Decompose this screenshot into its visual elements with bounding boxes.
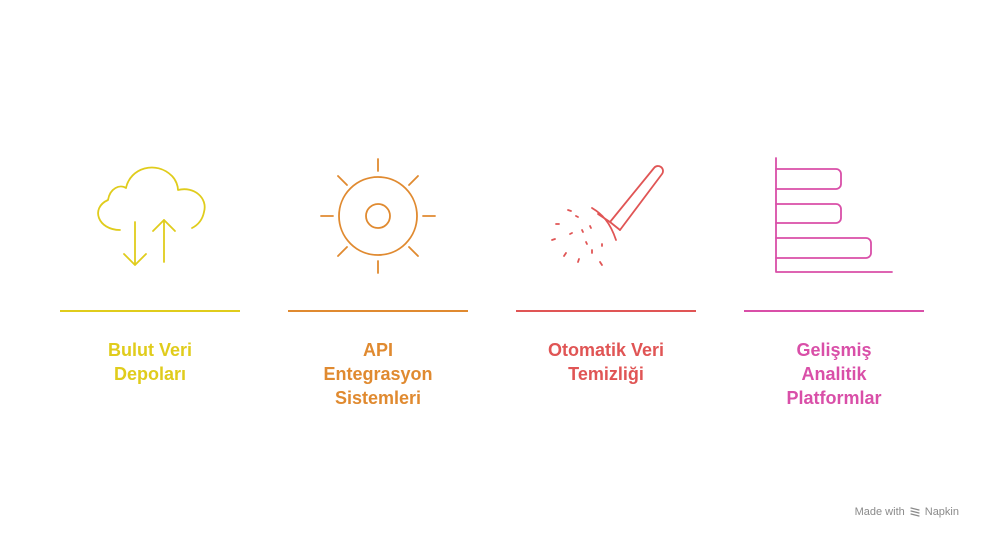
item-label: API Entegrasyon Sistemleri xyxy=(288,338,468,410)
label-line: Gelişmiş xyxy=(796,340,872,360)
item-label: Bulut Veri Depoları xyxy=(60,338,240,386)
label-line: Platformlar xyxy=(786,388,882,408)
spray-brush-icon xyxy=(551,165,664,266)
divider-line xyxy=(516,310,696,312)
label-line: Sistemleri xyxy=(334,388,422,408)
napkin-logo-icon xyxy=(910,507,920,517)
cloud-sync-icon xyxy=(97,166,206,266)
label-line: Entegrasyon xyxy=(323,364,433,384)
napkin-brand-text: Napkin xyxy=(924,506,959,518)
divider-line xyxy=(288,310,468,312)
label-line: Depoları xyxy=(113,364,187,384)
label-line: Otomatik Veri xyxy=(547,340,665,360)
sun-gear-icon xyxy=(320,158,436,274)
label-line: Temizliği xyxy=(568,364,644,384)
made-with-napkin-badge[interactable]: Made with Napkin xyxy=(855,506,959,518)
label-line: Analitik xyxy=(801,364,867,384)
divider-line xyxy=(60,310,240,312)
item-label: Otomatik Veri Temizliği xyxy=(516,338,696,386)
label-line: API xyxy=(362,340,393,360)
item-label: Gelişmiş Analitik Platformlar xyxy=(744,338,924,410)
divider-line xyxy=(744,310,924,312)
made-with-text: Made with xyxy=(854,506,905,518)
label-line: Bulut Veri xyxy=(107,340,192,360)
bar-chart-icon xyxy=(775,157,893,273)
